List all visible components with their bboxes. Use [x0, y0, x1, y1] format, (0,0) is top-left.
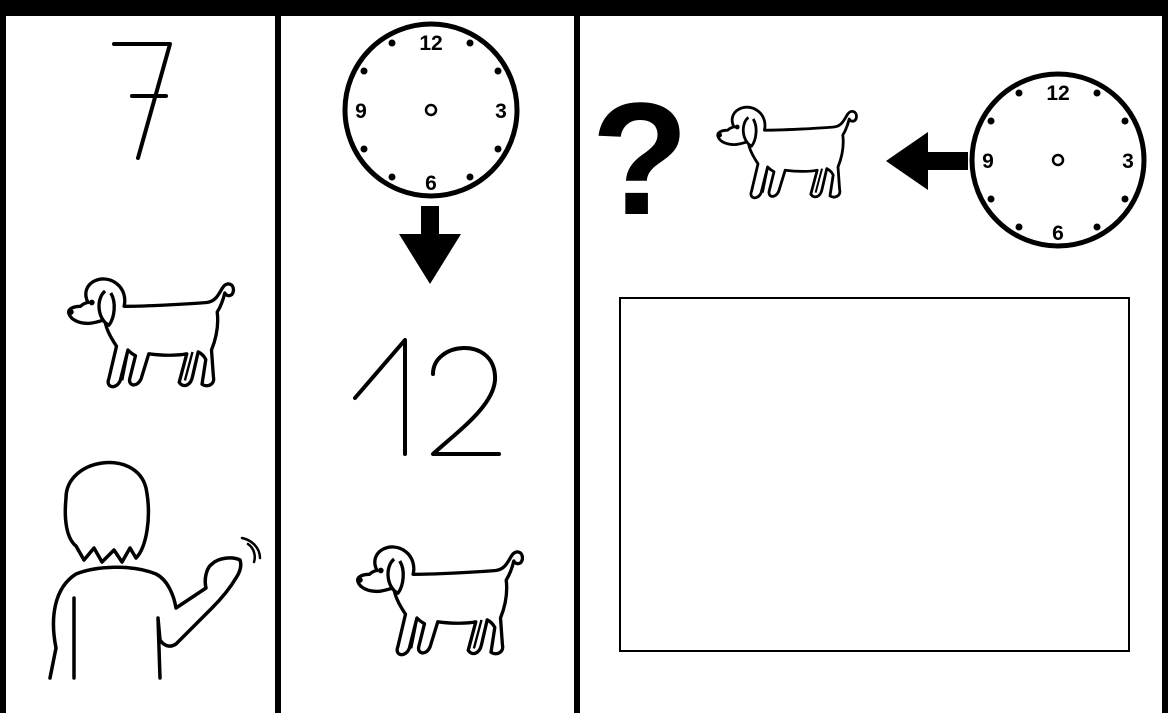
- number-seven: 7: [102, 34, 192, 164]
- question-mark-label: ?: [591, 80, 689, 230]
- clock-numeral-6: 6: [425, 172, 437, 195]
- number-twelve-glyph: 12: [347, 332, 507, 462]
- arrow-down-icon: [395, 204, 465, 295]
- right-border: [1162, 0, 1168, 713]
- question-mark: ?: [590, 80, 690, 230]
- child-waving-icon: [36, 448, 266, 693]
- dog-icon: [339, 524, 529, 679]
- clock-numeral-6: 6: [1052, 222, 1064, 245]
- clock-numeral-9: 9: [982, 150, 994, 173]
- clock-numeral-12: 12: [419, 32, 442, 55]
- clock-numeral-3: 3: [495, 100, 507, 123]
- clock-icon: 12 3 6 9: [341, 20, 521, 205]
- clock-numeral-3: 3: [1122, 150, 1134, 173]
- clock-numeral-12: 12: [1046, 82, 1069, 105]
- dog-icon: [50, 256, 240, 411]
- answer-box[interactable]: [619, 297, 1130, 652]
- number-twelve: 12: [347, 332, 507, 462]
- left-panel: 7: [6, 16, 275, 713]
- top-border: [0, 0, 1168, 16]
- middle-panel: 12 3 6 9 12: [281, 16, 574, 713]
- arrow-left-icon: [882, 128, 972, 199]
- number-seven-glyph: 7: [102, 34, 192, 164]
- clock-icon: 12 3 6 9: [968, 70, 1148, 255]
- dog-icon: [702, 86, 862, 221]
- clock-numeral-9: 9: [355, 100, 367, 123]
